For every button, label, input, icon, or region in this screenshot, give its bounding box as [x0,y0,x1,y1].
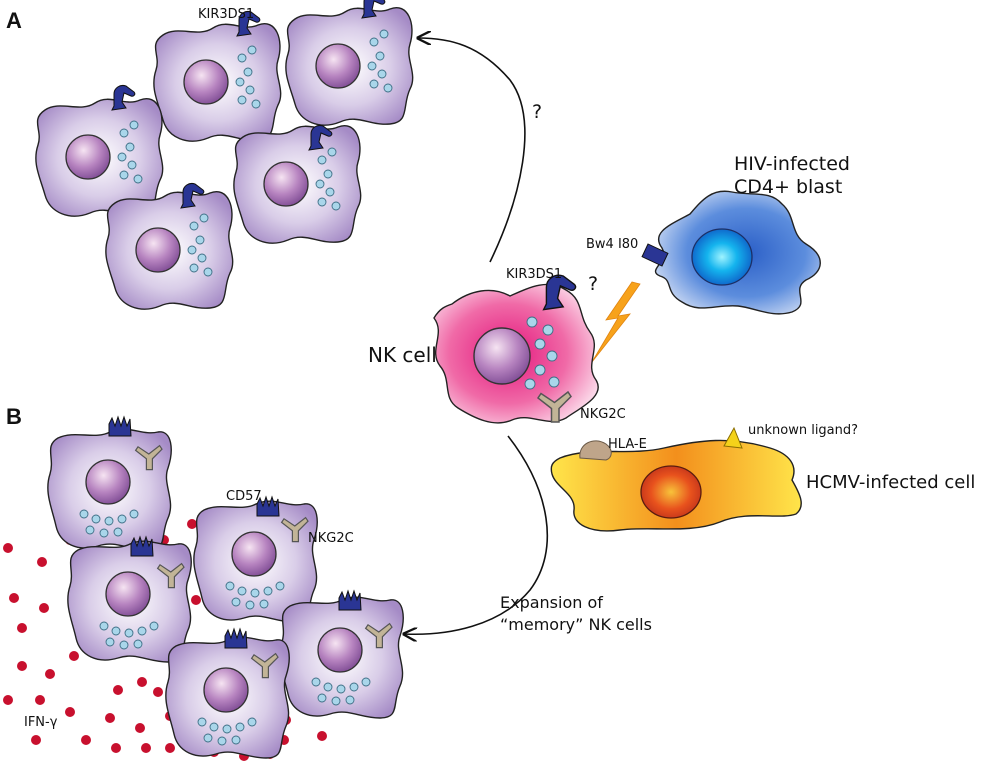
hcmv-label: HCMV-infected cell [806,472,975,493]
cd57-receptor [224,628,248,649]
question-mark-mid: ? [588,273,598,295]
expansion-label-line1: Expansion of [500,593,603,612]
panel-b-label: B [6,404,22,429]
nk-cell-label: NK cell [368,343,437,367]
memory-nk-cell-b1 [47,428,172,551]
hiv-label-line1: HIV-infected [734,153,850,175]
nk-cell-a5 [105,190,234,310]
panel-a-label: A [6,8,22,33]
panel-a-cells [35,0,414,310]
central-nk-cell [433,283,599,424]
memory-nk-cell-b3 [67,540,192,663]
hcmv-infected-cell [550,439,802,532]
hiv-infected-cell [654,190,821,315]
cd57-receptor [338,590,362,611]
memory-nk-cell-b4 [279,596,404,719]
cd57-receptor [108,416,132,437]
unknown-ligand-icon [723,426,743,449]
unknown-ligand-label: unknown ligand? [748,423,858,438]
panel-b-cells [47,416,404,759]
nkg2c-label-b: NKG2C [308,531,354,546]
bw4-label: Bw4 I80 [586,237,638,252]
question-mark-top: ? [532,101,542,123]
arrow-to-panel-b [404,435,549,634]
nk-cell-a1 [153,22,282,142]
ifn-gamma-label: IFN-γ [24,715,58,730]
hla-e-label: HLA-E [608,437,647,452]
cd57-label: CD57 [226,489,262,504]
memory-nk-cell-b5 [165,636,290,759]
nk-cell-a2 [285,6,414,126]
nk-cell-a3 [35,97,164,217]
hla-e-molecule [579,440,612,461]
bw4-ligand [641,243,669,267]
expansion-label-line2: “memory” NK cells [500,615,652,634]
kir3ds1-label-center: KIR3DS1 [506,267,562,282]
arrow-to-panel-a [418,38,526,263]
nkg2c-label-center: NKG2C [580,407,626,422]
lightning-bolt-icon [591,281,641,363]
hiv-label-line2: CD4+ blast [734,176,842,198]
kir3ds1-label-top: KIR3DS1 [198,7,254,22]
nk-cell-a4 [233,124,362,244]
